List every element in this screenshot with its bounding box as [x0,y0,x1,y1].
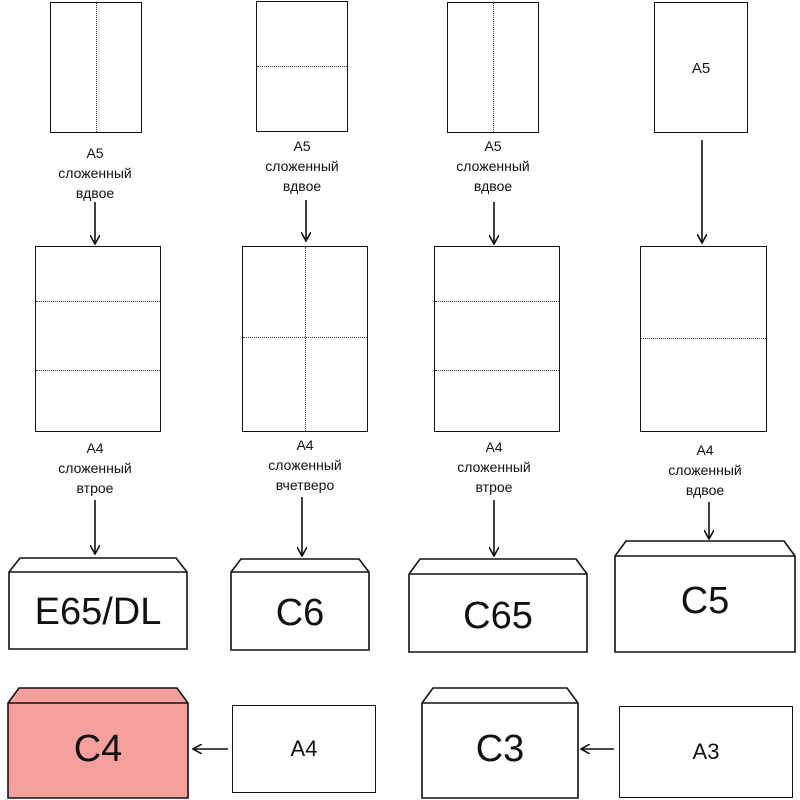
envelope-outline [7,687,189,799]
envelope-outline [8,557,188,650]
sheet-a5-col3 [447,2,539,133]
caption-a5-col1: A5 сложенный вдвое [58,145,132,201]
sheet-a3-landscape: A3 [619,706,793,798]
sheet-a4-landscape: A4 [232,705,376,793]
envelope-outline [408,558,588,653]
fold-line [36,370,160,371]
envelope-col3: C65 [408,558,588,653]
envelope-label: E65/DL [34,591,162,633]
caption-a4-col4: A4 сложенный вдвое [668,442,742,498]
caption-a5-col3: A5 сложенный вдвое [456,138,530,194]
caption-a4-col3: A4 сложенный втрое [457,439,531,495]
fold-line [435,301,559,302]
fold-line [257,66,347,67]
sheet-a5-col4: A5 [654,2,748,133]
fold-line [493,3,494,132]
envelope-col4: C5 [614,540,796,653]
envelope-label: C5 [680,580,730,622]
sheet-label: A3 [692,739,720,764]
sheet-label: A5 [691,60,711,77]
envelope-label: C6 [275,592,325,634]
sheet-a4-col4 [640,246,767,432]
caption-a4-col2: A4 сложенный вчетверо [268,437,342,493]
sheet-a5-col1 [50,2,142,133]
sheet-a5-col2 [256,1,348,132]
fold-line [96,3,97,132]
sheet-a4-col2 [242,246,368,432]
caption-a5-col2: A5 сложенный вдвое [265,138,339,194]
envelope-c4: C4 [7,687,189,799]
envelope-label: C65 [463,595,533,637]
fold-line [305,247,306,431]
envelope-outline [421,687,579,799]
fold-line [36,301,160,302]
envelope-label: C4 [73,728,123,770]
envelope-label: C3 [475,728,525,770]
fold-line [435,370,559,371]
envelope-outline [230,558,370,651]
envelope-outline [614,540,796,653]
envelope-c3: C3 [421,687,579,799]
sheet-label: A4 [290,736,318,761]
caption-a4-col1: A4 сложенный втрое [58,440,132,496]
envelope-col2: C6 [230,558,370,651]
fold-line [641,338,766,339]
sheet-a4-col1 [35,246,161,432]
fold-line [243,337,367,338]
envelope-col1: E65/DL [8,557,188,650]
sheet-a4-col3 [434,246,560,432]
